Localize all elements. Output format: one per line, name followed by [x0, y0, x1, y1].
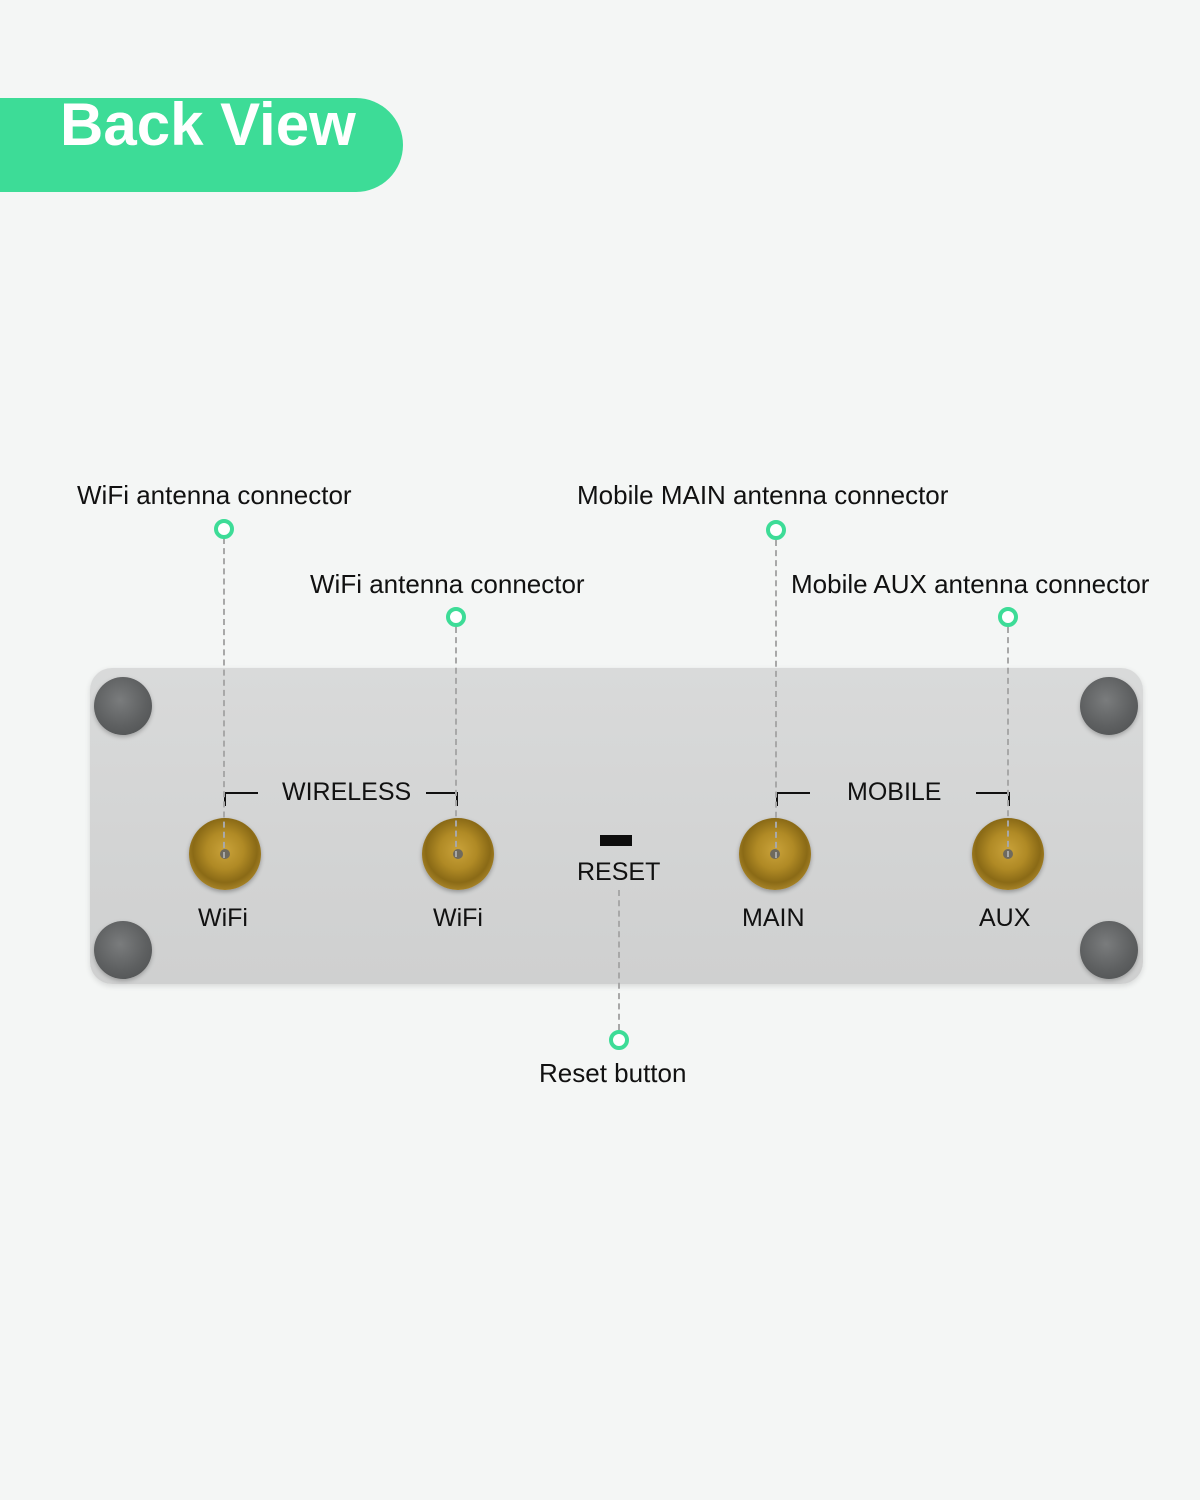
- leader-line-wifi-1: [223, 538, 225, 858]
- screw-top-left: [94, 677, 152, 735]
- callout-label-wifi-2: WiFi antenna connector: [310, 569, 585, 599]
- mobile-bracket-left-tick: [776, 792, 778, 806]
- mobile-bracket-left: [776, 792, 810, 794]
- leader-line-reset: [618, 890, 620, 1030]
- reset-label: RESET: [577, 858, 661, 886]
- callout-dot-wifi-2: [446, 607, 466, 627]
- group-label-wireless: WIRELESS: [282, 778, 412, 806]
- header-banner: [0, 98, 403, 192]
- wifi-connector-2: [422, 818, 494, 890]
- callout-dot-mobile-aux: [998, 607, 1018, 627]
- callout-dot-mobile-main: [766, 520, 786, 540]
- group-label-mobile: MOBILE: [847, 778, 942, 806]
- port-label-wifi-2: WiFi: [433, 904, 483, 932]
- mobile-bracket-right: [976, 792, 1010, 794]
- screw-bottom-left: [94, 921, 152, 979]
- callout-dot-reset: [609, 1030, 629, 1050]
- port-label-aux: AUX: [979, 904, 1031, 932]
- wireless-bracket-left: [224, 792, 258, 794]
- callout-label-wifi-1: WiFi antenna connector: [77, 480, 352, 510]
- callout-dot-wifi-1: [214, 519, 234, 539]
- connector-pin: [220, 849, 230, 859]
- wireless-bracket-left-tick: [224, 792, 226, 806]
- callout-label-mobile-aux: Mobile AUX antenna connector: [791, 569, 1150, 599]
- device-back-panel: [90, 668, 1143, 984]
- screw-bottom-right: [1080, 921, 1138, 979]
- page-title: Back View: [60, 91, 356, 158]
- leader-line-mobile-aux: [1007, 627, 1009, 857]
- callout-label-mobile-main: Mobile MAIN antenna connector: [577, 480, 949, 510]
- leader-line-mobile-main: [775, 540, 777, 858]
- wifi-connector-1: [189, 818, 261, 890]
- screw-top-right: [1080, 677, 1138, 735]
- mobile-bracket-right-tick: [1008, 792, 1010, 806]
- leader-line-wifi-2: [455, 627, 457, 857]
- callout-label-reset: Reset button: [539, 1058, 687, 1088]
- wireless-bracket-right: [426, 792, 458, 794]
- port-label-main: MAIN: [742, 904, 805, 932]
- wireless-bracket-right-tick: [456, 792, 458, 806]
- reset-button: [600, 835, 632, 846]
- connector-pin: [453, 849, 463, 859]
- port-label-wifi-1: WiFi: [198, 904, 248, 932]
